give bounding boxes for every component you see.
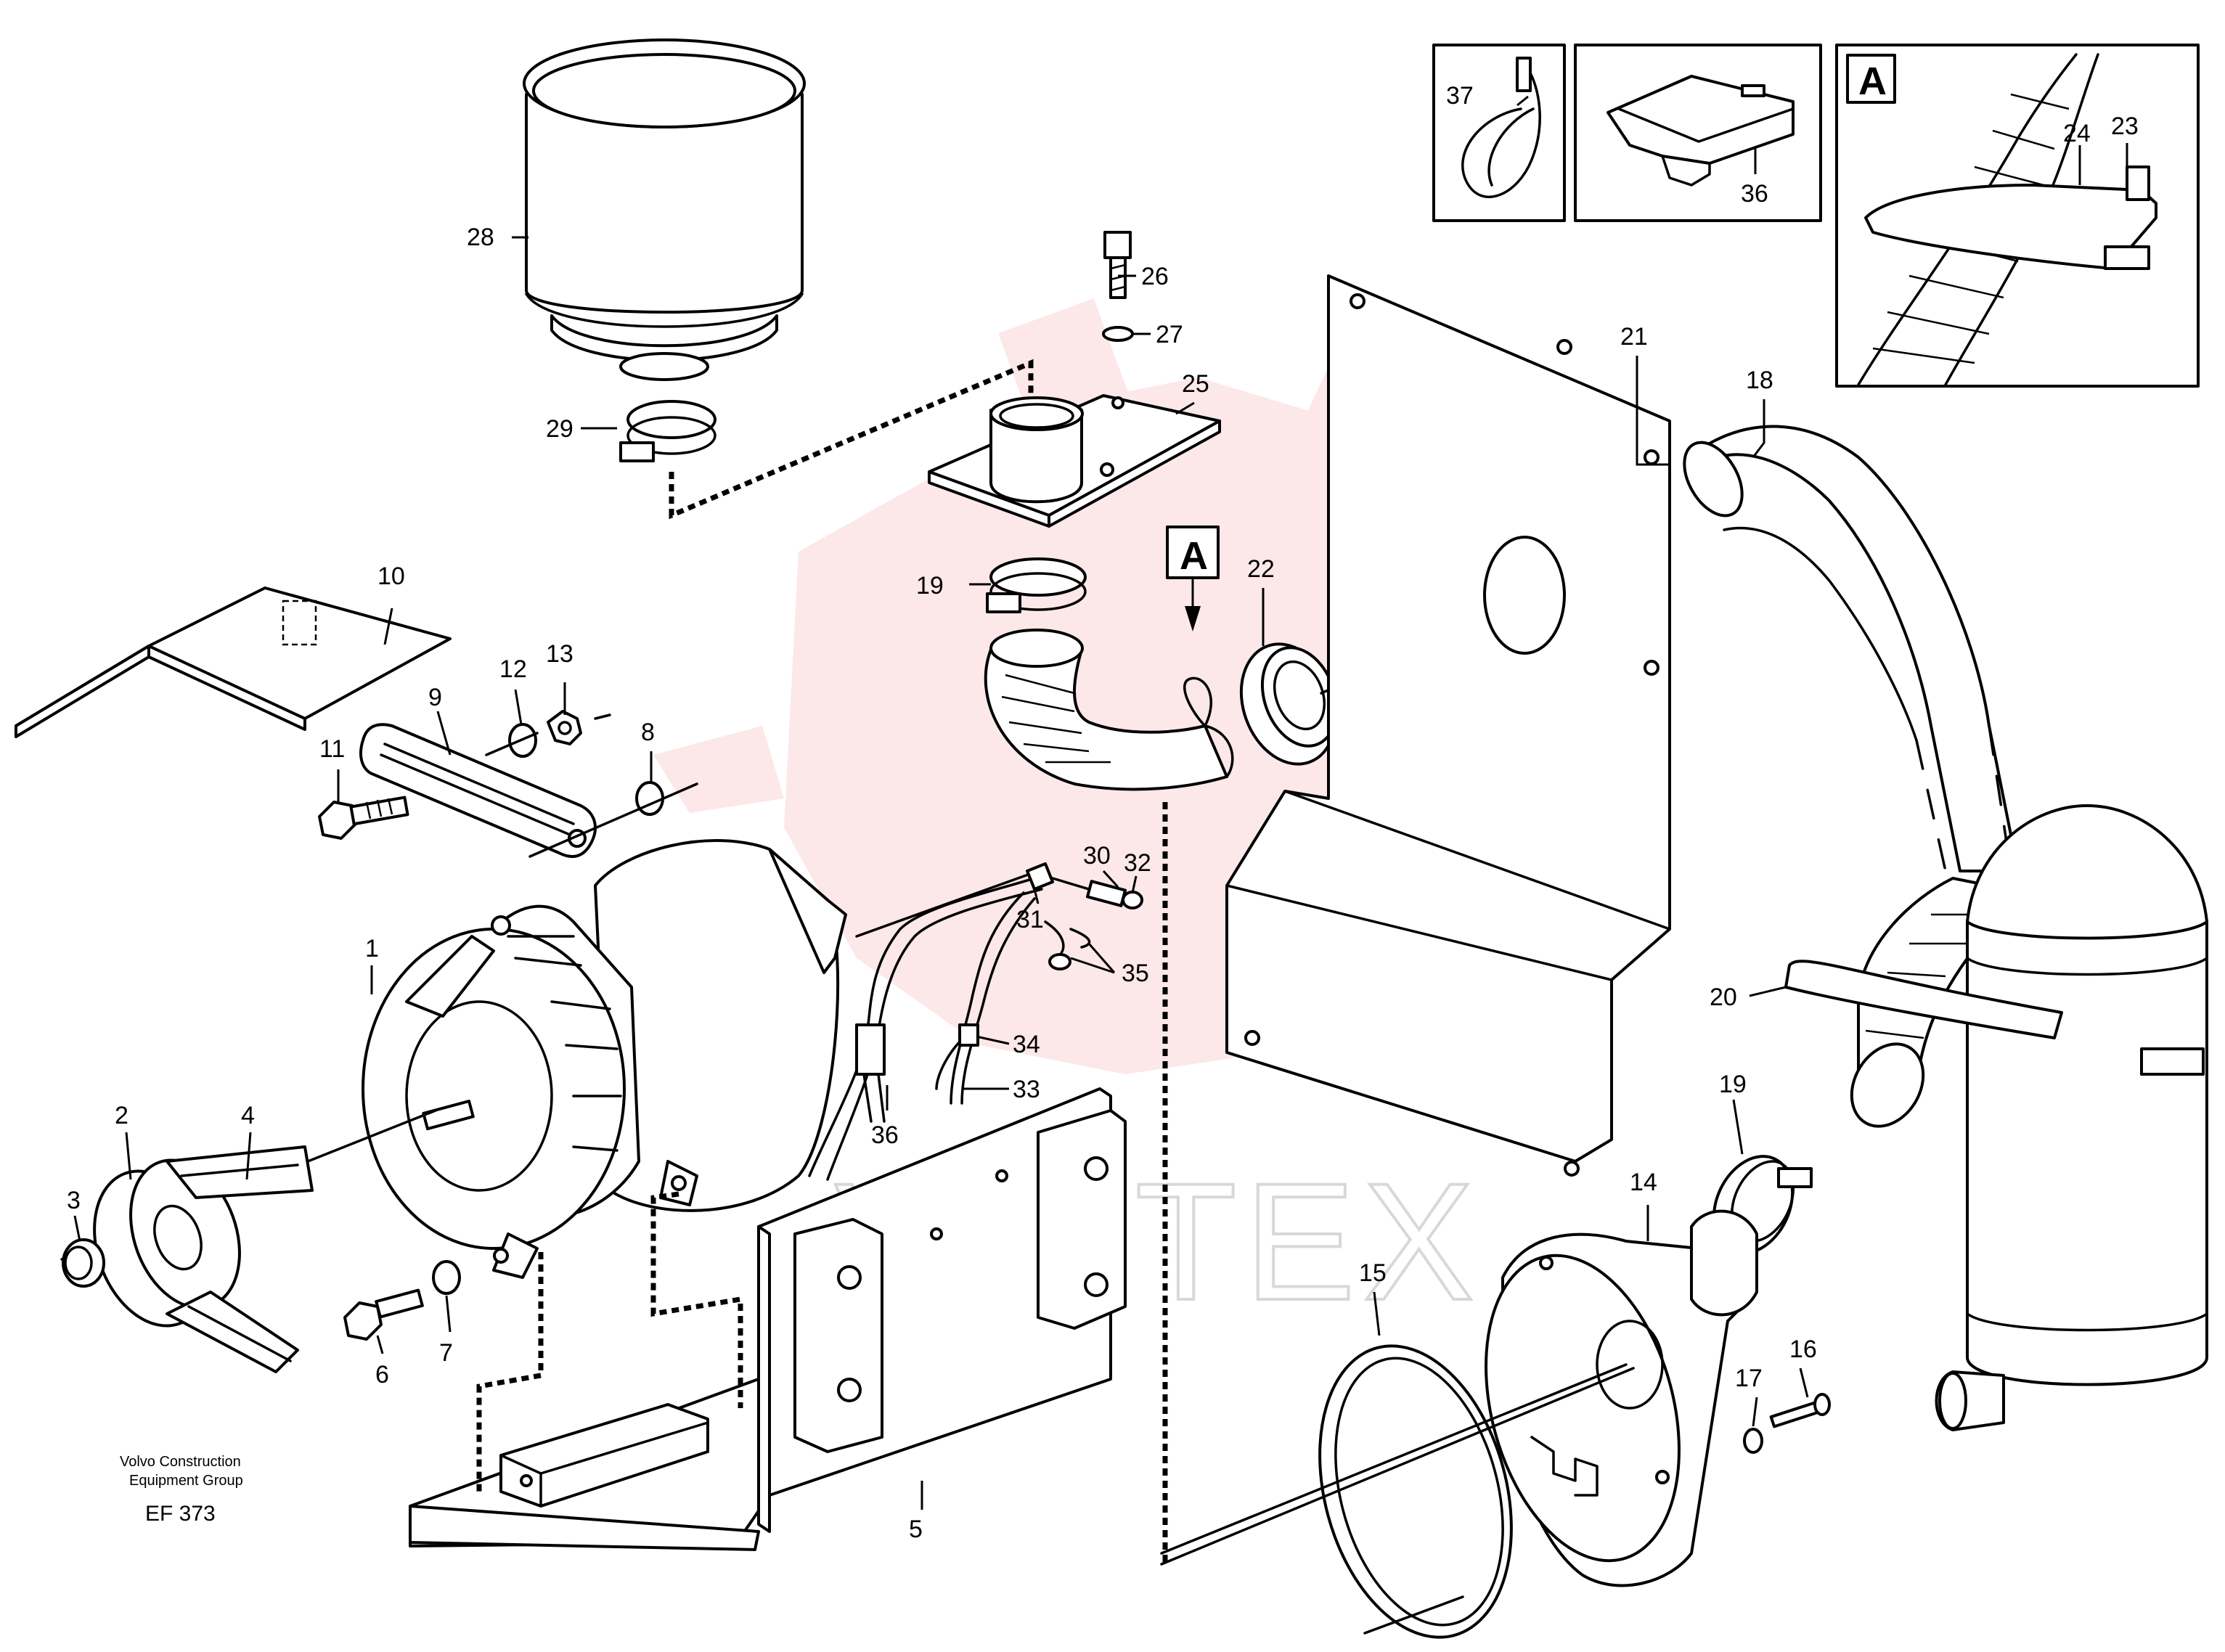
callout-32: 32 [1124,849,1151,877]
callout-20: 20 [1710,984,1737,1011]
callout-22: 22 [1247,555,1275,583]
callout-33: 33 [1013,1076,1040,1103]
air-filter-28 [523,38,806,381]
callout-4: 4 [241,1102,255,1129]
callout-2: 2 [115,1102,128,1129]
callout-13: 13 [546,640,573,668]
callout-6: 6 [375,1361,389,1389]
seal-ring-15 [1318,1344,1513,1639]
callout-25: 25 [1182,370,1209,398]
washer-17 [1743,1428,1763,1454]
bushing-block [499,1403,709,1508]
credit-line-1: Volvo Construction [120,1454,241,1470]
credit-block: Volvo Construction Equipment Group EF 37… [120,1454,243,1526]
hose-clamp-19-top [986,557,1087,613]
bolt-6 [343,1288,424,1341]
spacer-3 [62,1238,105,1288]
assembly-line-28-25 [669,359,1034,520]
leader-lines [73,95,2128,1510]
cover-plate-10 [15,586,452,738]
callout-31: 31 [1016,906,1044,933]
callout-34: 34 [1013,1031,1040,1058]
callout-36-detail: 36 [1741,180,1768,208]
callout-36: 36 [871,1121,899,1149]
detail-box-a-label: A [1858,60,1887,103]
detail-box-37 [1432,44,1566,222]
detail-a-label: A [1180,534,1208,578]
callout-29: 29 [546,415,573,443]
callout-30: 30 [1083,842,1111,870]
filter-housing-14 [1485,1209,1758,1587]
callout-8: 8 [641,719,655,746]
callout-35: 35 [1122,960,1149,987]
hose-clamp-29 [619,400,717,462]
grommet-22 [1239,642,1339,766]
assembly-line-alternator-bracket [476,1252,544,1495]
callout-5: 5 [909,1516,923,1543]
callout-3: 3 [67,1187,81,1214]
cable-harness [808,862,1143,1181]
axis-line-14 [1160,1363,1628,1555]
adjusting-bar-9 [359,723,597,858]
washer-7 [432,1260,461,1295]
callout-21: 21 [1620,323,1648,351]
v-belt-4 [166,1145,314,1373]
credit-line-2: Equipment Group [129,1473,243,1489]
callout-7: 7 [439,1339,453,1367]
callout-19-top: 19 [916,572,944,600]
washer-27 [1102,326,1134,342]
callout-14: 14 [1630,1169,1657,1196]
elbow-hose [984,629,1234,791]
callout-37: 37 [1446,82,1474,110]
detail-a-marker: A [1166,526,1220,631]
callout-26: 26 [1141,263,1169,290]
bolt-26 [1103,231,1132,299]
callout-11: 11 [319,735,345,763]
assembly-line-bracket-1 [650,1191,743,1408]
callout-15: 15 [1359,1259,1387,1287]
callout-10: 10 [377,563,405,590]
detail-box-A [1835,44,2200,388]
drawing-code: EF 373 [145,1502,216,1526]
callout-24: 24 [2063,120,2091,147]
callout-16: 16 [1789,1336,1817,1363]
canister-20 [1784,804,2208,1431]
callout-19-lower: 19 [1719,1071,1747,1098]
intake-plate-25 [928,394,1221,528]
callout-1: 1 [365,935,379,962]
axis-line-bracket-grommet [1160,1367,1635,1566]
callout-28: 28 [467,224,494,251]
callout-12: 12 [499,655,527,683]
axis-line-16 [1363,1595,1464,1635]
callout-23: 23 [2111,113,2139,140]
panel-21 [1225,274,1671,1177]
callout-numbers: 1 2 3 4 5 6 7 8 9 10 11 12 13 14 15 16 1… [67,82,2139,1543]
alternator-1 [362,839,847,1279]
callout-18: 18 [1746,367,1773,394]
callout-17: 17 [1735,1365,1763,1392]
axis-line-9 [485,713,698,858]
screw-16 [1769,1393,1831,1428]
bolt-11 [318,796,409,840]
callout-9: 9 [428,684,442,711]
detail-box-36 [1574,44,1822,222]
callout-27: 27 [1156,321,1183,348]
nut-13 [547,710,582,745]
